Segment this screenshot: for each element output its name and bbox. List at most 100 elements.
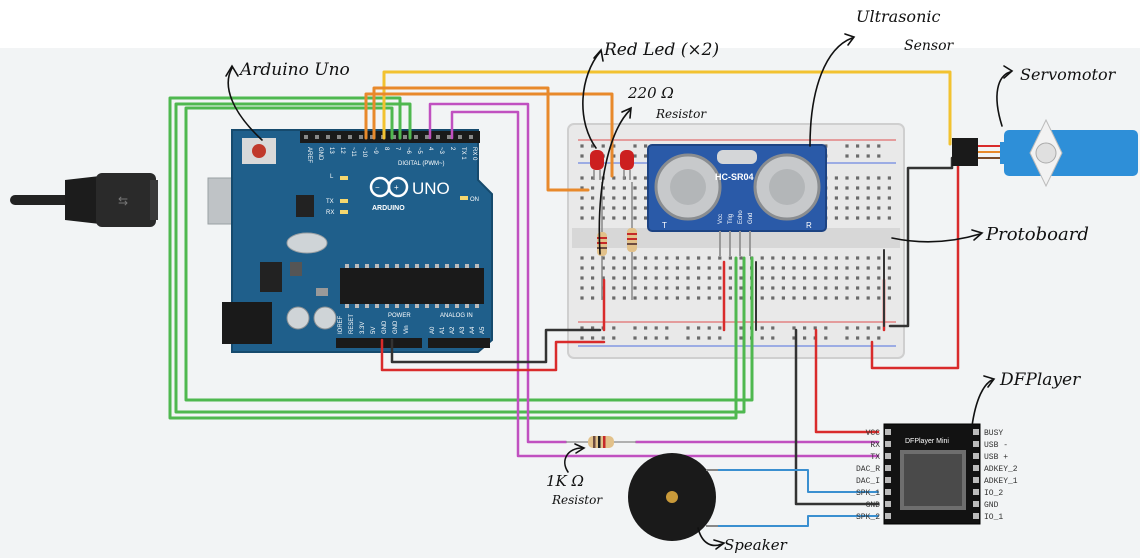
power-pin-label: 5V bbox=[371, 327, 377, 334]
wires bbox=[168, 70, 960, 527]
annotations bbox=[225, 33, 1014, 550]
power-jack bbox=[222, 302, 272, 344]
callout-labels: Arduino Uno Red Led (×2) 220 Ω Resistor … bbox=[238, 7, 1117, 554]
power-pin-label: GND bbox=[382, 320, 388, 334]
digital-header bbox=[300, 131, 480, 143]
ultrasonic-pin-label: Echo bbox=[738, 210, 744, 224]
digital-pin-labels: AREF GND 13 12 ~11 ~10 ~9 8 7 ~6 ~5 4 ~3 2 TX 1 RX 0 bbox=[306, 147, 477, 163]
dfplayer-left-pin-label: SPK_2 bbox=[856, 513, 880, 522]
usb-icon: ⇆ bbox=[118, 194, 128, 208]
dfplayer-callout: DFPlayer bbox=[999, 370, 1081, 390]
dfplayer-right-pin-label: BUSY bbox=[984, 429, 1003, 438]
usb-chip bbox=[296, 195, 314, 217]
power-pin-label: GND bbox=[393, 320, 399, 334]
resistor-220-arrow bbox=[598, 109, 631, 255]
servo-connector bbox=[952, 138, 978, 166]
analog-pin-label: A1 bbox=[440, 326, 446, 334]
digital-pin-label: ~6 bbox=[405, 147, 411, 155]
resistor-1k bbox=[566, 436, 636, 448]
protoboard-callout: Protoboard bbox=[985, 224, 1089, 245]
svg-text:+: + bbox=[394, 183, 399, 192]
power-header bbox=[336, 338, 422, 348]
dfplayer-right-pin-label: IO_2 bbox=[984, 489, 1003, 498]
digital-pin-label: ~10 bbox=[361, 147, 367, 158]
tx-label: TX bbox=[326, 199, 334, 205]
dfplayer-left-pin-label: RX bbox=[870, 441, 880, 450]
rx-label: RX bbox=[326, 210, 334, 216]
servomotor-callout: Servomotor bbox=[1020, 65, 1117, 84]
dfplayer-left-pin-label: TX bbox=[870, 453, 880, 462]
analog-header-label: ANALOG IN bbox=[440, 313, 473, 319]
red-led-callout: Red Led (×2) bbox=[603, 40, 719, 60]
on-label: ON bbox=[470, 197, 479, 203]
digital-pin-label: 12 bbox=[339, 147, 345, 154]
digital-pin-label: 8 bbox=[383, 147, 389, 151]
dfplayer-right-pin-label: ADKEY_2 bbox=[984, 465, 1018, 474]
dfplayer-board-title: DFPlayer Mini bbox=[905, 438, 949, 445]
transmitter-mark: T bbox=[662, 221, 667, 230]
dfplayer-right-pin-label: GND bbox=[984, 501, 999, 510]
resistor-1k-value-callout: 1K Ω bbox=[546, 472, 584, 490]
power-pin-label: RESET bbox=[349, 314, 355, 334]
atmega-chip bbox=[340, 268, 484, 304]
l-label: L bbox=[330, 174, 334, 180]
digital-pin-label: GND bbox=[317, 147, 323, 161]
hcsr04-model-label: HC-SR04 bbox=[715, 172, 754, 182]
ultrasonic-arrow bbox=[809, 37, 853, 147]
dfplayer-left-pin-label: DAC_I bbox=[856, 477, 880, 486]
dfplayer-right-pin-label: USB + bbox=[984, 453, 1008, 462]
ultrasonic-pins: Vcc Trig Echo Gnd bbox=[718, 210, 754, 256]
digital-pin-label: TX 1 bbox=[460, 147, 466, 160]
uno-model-label: UNO bbox=[412, 179, 450, 198]
digital-pin-label: 7 bbox=[394, 147, 400, 151]
digital-pin-label: 4 bbox=[427, 147, 433, 151]
led-arrow bbox=[582, 51, 601, 149]
power-pin-label: IOREF bbox=[338, 315, 344, 334]
digital-pin-label: ~5 bbox=[416, 147, 422, 155]
arduino-arrow bbox=[227, 67, 263, 141]
ultrasonic-pin-label: Vcc bbox=[718, 214, 724, 224]
ultrasonic-pin-label: Gnd bbox=[748, 213, 754, 224]
servomotor bbox=[952, 118, 1138, 188]
ultrasonic-pin-label: Trig bbox=[728, 214, 734, 224]
digital-pin-label: 2 bbox=[449, 147, 455, 151]
red-led-pair bbox=[590, 150, 634, 180]
digital-pin-label: ~11 bbox=[350, 147, 356, 157]
analog-pin-label: A5 bbox=[480, 326, 486, 334]
resistor-1k-arrow bbox=[564, 447, 583, 473]
digital-pin-label: 13 bbox=[328, 147, 334, 154]
arduino-brand-label: ARDUINO bbox=[372, 205, 405, 212]
dfplayer-right-pin-label: USB - bbox=[984, 441, 1008, 450]
dfplayer-left-pin-label: SPK_1 bbox=[856, 489, 880, 498]
center-channel bbox=[572, 228, 900, 248]
crystal bbox=[286, 232, 328, 254]
digital-pin-label: ~9 bbox=[372, 147, 378, 155]
analog-pin-label: A2 bbox=[450, 326, 456, 334]
digital-pin-label: ~3 bbox=[438, 147, 444, 155]
power-pin-labels: IOREF RESET 3.3V 5V GND GND Vin bbox=[338, 314, 410, 334]
dfplayer-right-pin-label: ADKEY_1 bbox=[984, 477, 1018, 486]
analog-header bbox=[428, 338, 490, 348]
speaker-callout: Speaker bbox=[724, 536, 788, 554]
svg-text:−: − bbox=[375, 183, 380, 192]
analog-pin-label: A0 bbox=[430, 326, 436, 334]
power-pin-label: 3.3V bbox=[360, 322, 366, 334]
analog-pin-label: A4 bbox=[470, 326, 476, 334]
dfplayer-left-pin-label: GND bbox=[866, 501, 881, 510]
dfplayer-left-pin-label: VCC bbox=[866, 429, 881, 438]
resistor-1k-word-callout: Resistor bbox=[551, 493, 603, 507]
power-pin-label: Vin bbox=[404, 325, 410, 334]
ultrasonic-callout-line1: Ultrasonic bbox=[856, 7, 940, 26]
resistor-220-word-callout: Resistor bbox=[655, 107, 707, 121]
digital-pin-label: AREF bbox=[306, 147, 312, 163]
speaker bbox=[628, 453, 718, 541]
arduino-logo: − + bbox=[369, 176, 409, 198]
digital-pin-label: RX 0 bbox=[471, 147, 477, 161]
power-header-label: POWER bbox=[388, 313, 411, 319]
resistor-220-value-callout: 220 Ω bbox=[627, 84, 674, 102]
dfplayer-arrow bbox=[971, 379, 993, 427]
